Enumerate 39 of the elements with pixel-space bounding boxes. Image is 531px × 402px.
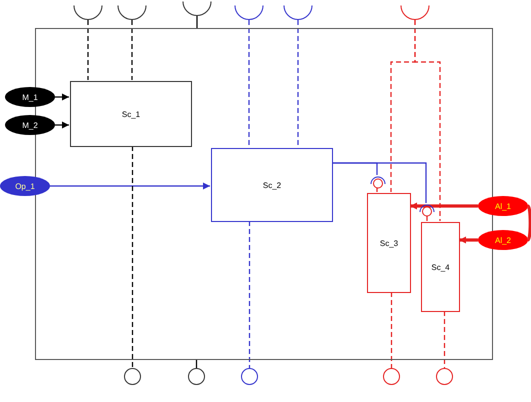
- connector: [196, 16, 198, 28]
- connector: [526, 205, 531, 241]
- socket-icon: [283, 5, 313, 20]
- dashed-connector: [131, 20, 133, 80]
- dashed-connector: [390, 292, 392, 368]
- component-box: Sc_3: [367, 193, 411, 293]
- port-ellipse: Al_1: [478, 196, 528, 216]
- socket-icon: [400, 5, 430, 20]
- interface-circle: [383, 368, 400, 385]
- socket-icon: [234, 5, 264, 20]
- dashed-connector: [248, 20, 250, 147]
- arrow: [55, 122, 69, 128]
- arrow: [55, 94, 69, 100]
- arrow: [410, 202, 478, 210]
- dashed-connector: [297, 20, 299, 147]
- arrow: [50, 182, 210, 190]
- interface-circle: [188, 368, 205, 385]
- lollipop-icon: [419, 204, 435, 217]
- dashed-connector: [444, 311, 446, 368]
- component-box: Sc_1: [70, 81, 192, 147]
- socket-icon: [182, 1, 212, 16]
- dashed-connector: [87, 20, 89, 80]
- dashed-connector: [248, 221, 250, 368]
- port-ellipse: Op_1: [0, 176, 50, 196]
- port-ellipse: M_2: [5, 115, 55, 135]
- arrow: [459, 236, 478, 244]
- interface-circle: [124, 368, 141, 385]
- connector: [332, 162, 427, 203]
- socket-icon: [117, 5, 147, 20]
- interface-circle: [436, 368, 453, 385]
- lollipop-icon: [370, 176, 386, 189]
- socket-icon: [73, 5, 103, 20]
- dashed-connector: [414, 20, 441, 221]
- interface-circle: [241, 368, 258, 385]
- component-box: Sc_2: [211, 148, 333, 222]
- component-box: Sc_4: [421, 222, 460, 312]
- port-ellipse: Al_2: [478, 230, 528, 250]
- port-ellipse: M_1: [5, 87, 55, 107]
- dashed-connector: [132, 146, 134, 368]
